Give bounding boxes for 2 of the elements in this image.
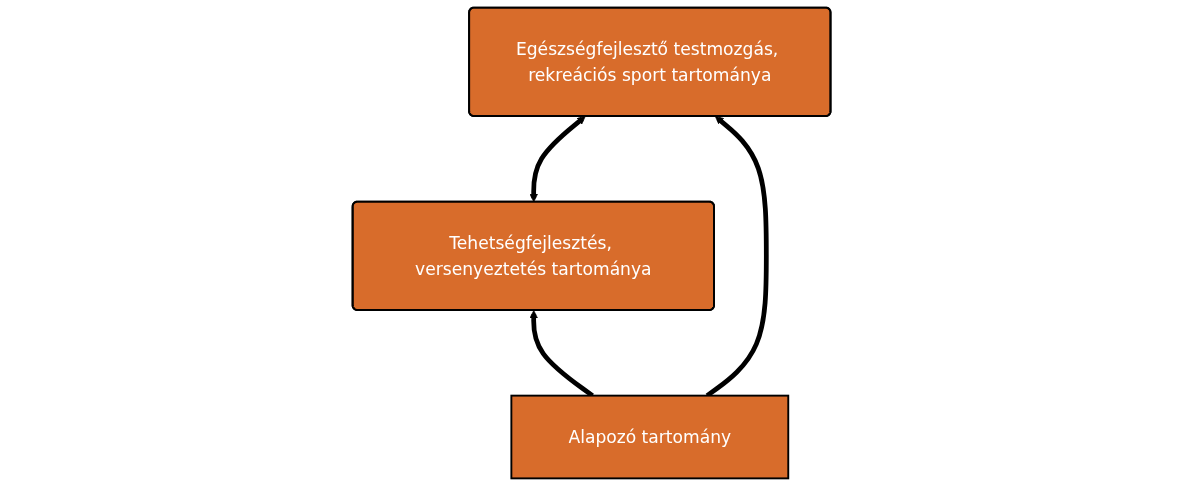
arrow xyxy=(529,116,586,203)
node-box: Alapozó tartomány xyxy=(510,394,790,480)
